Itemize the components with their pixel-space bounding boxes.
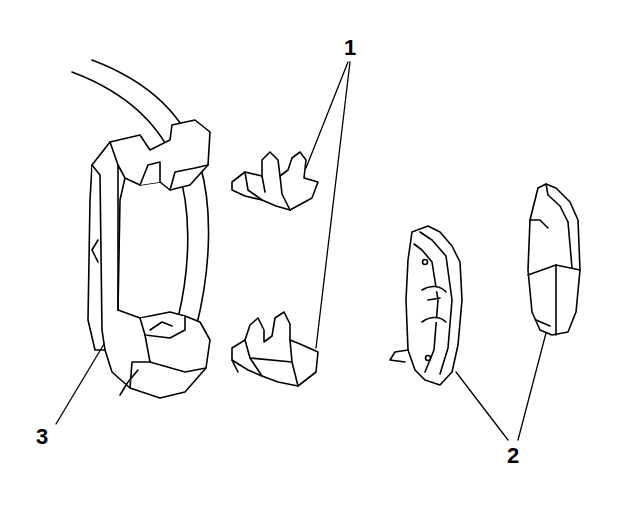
callout-number: 3 <box>36 426 48 448</box>
callout-number: 1 <box>344 37 356 59</box>
caliper-bracket <box>88 120 210 398</box>
abutment-clip <box>232 152 318 386</box>
brake-pad <box>390 184 580 385</box>
callout-number: 2 <box>507 445 519 467</box>
leader-line <box>56 62 546 440</box>
